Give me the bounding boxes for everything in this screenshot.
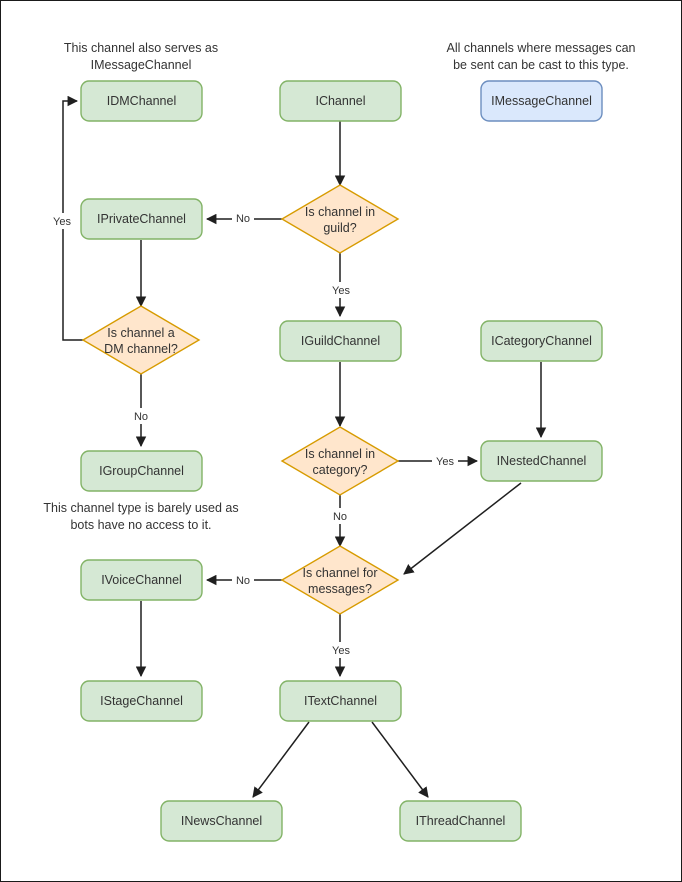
edge-itextchannel-to-ithreadchannel: [371, 721, 429, 798]
node-icategory-channel-shape[interactable]: [480, 320, 603, 362]
decision-is-channel-in-category-shape[interactable]: [280, 426, 400, 496]
node-iguild-channel-shape[interactable]: [279, 320, 402, 362]
edge-label-messages-no: No: [236, 575, 250, 587]
node-icategory-channel[interactable]: ICategoryChannel: [480, 320, 603, 362]
decision-is-channel-in-guild-shape[interactable]: [280, 184, 400, 254]
edge-label-category-no: No: [333, 511, 347, 523]
node-iguild-channel[interactable]: IGuildChannel: [279, 320, 402, 362]
edge-label-bg-category-yes: [432, 453, 458, 469]
node-itext-channel-shape[interactable]: [279, 680, 402, 722]
decision-is-channel-dm[interactable]: Is channel a DM channel?: [81, 305, 201, 375]
edge-label-dm-no: No: [134, 411, 148, 423]
decision-is-channel-for-messages-shape[interactable]: [280, 545, 400, 615]
decision-is-channel-dm-shape[interactable]: [81, 305, 201, 375]
nodes-layer: IDMChannel IChannel IMessageChannel Is c…: [80, 80, 603, 842]
edge-label-category-yes: Yes: [436, 456, 454, 468]
node-imessage-channel-shape[interactable]: [480, 80, 603, 122]
edge-label-bg-dm-no: [130, 408, 152, 424]
node-ichannel-shape[interactable]: [279, 80, 402, 122]
node-ithread-channel[interactable]: IThreadChannel: [399, 800, 522, 842]
edge-label-dm-yes: Yes: [53, 216, 71, 228]
edge-label-bg-guild-no: [232, 210, 254, 226]
edge-label-bg-messages-no: [232, 572, 254, 588]
node-idm-channel[interactable]: IDMChannel: [80, 80, 203, 122]
node-ivoice-channel[interactable]: IVoiceChannel: [80, 559, 203, 601]
node-inested-channel-shape[interactable]: [480, 440, 603, 482]
node-igroup-channel-shape[interactable]: [80, 450, 203, 492]
edge-label-bg-messages-yes: [329, 642, 353, 658]
node-ichannel[interactable]: IChannel: [279, 80, 402, 122]
annotation-message-note-line1: All channels where messages can: [447, 41, 636, 55]
node-igroup-channel[interactable]: IGroupChannel: [80, 450, 203, 492]
annotation-group-note-line1: This channel type is barely used as: [43, 501, 238, 515]
edge-label-guild-yes: Yes: [332, 285, 350, 297]
node-inews-channel[interactable]: INewsChannel: [160, 800, 283, 842]
node-itext-channel[interactable]: ITextChannel: [279, 680, 402, 722]
edge-itextchannel-to-inewschannel: [252, 721, 310, 798]
annotations-layer: This channel also serves as IMessageChan…: [43, 41, 635, 532]
node-iprivate-channel[interactable]: IPrivateChannel: [80, 198, 203, 240]
node-inews-channel-shape[interactable]: [160, 800, 283, 842]
edge-labels-layer: No Yes Yes No Yes No No Yes: [49, 210, 458, 658]
node-istage-channel-shape[interactable]: [80, 680, 203, 722]
edge-label-messages-yes: Yes: [332, 645, 350, 657]
node-ivoice-channel-shape[interactable]: [80, 559, 203, 601]
node-imessage-channel[interactable]: IMessageChannel: [480, 80, 603, 122]
node-istage-channel[interactable]: IStageChannel: [80, 680, 203, 722]
node-iprivate-channel-shape[interactable]: [80, 198, 203, 240]
edge-label-guild-no: No: [236, 213, 250, 225]
edge-label-bg-dm-yes: [49, 213, 75, 229]
annotation-message-note-line2: be sent can be cast to this type.: [453, 58, 629, 72]
node-idm-channel-shape[interactable]: [80, 80, 203, 122]
node-inested-channel[interactable]: INestedChannel: [480, 440, 603, 482]
annotation-group-note-line2: bots have no access to it.: [70, 518, 211, 532]
decision-is-channel-in-guild[interactable]: Is channel in guild?: [280, 184, 400, 254]
annotation-dm-note-line1: This channel also serves as: [64, 41, 218, 55]
edge-label-bg-category-no: [329, 508, 351, 524]
edge-inestedchannel-to-messages-decision: [403, 482, 522, 575]
decision-is-channel-in-category[interactable]: Is channel in category?: [280, 426, 400, 496]
node-ithread-channel-shape[interactable]: [399, 800, 522, 842]
annotation-dm-note-line2: IMessageChannel: [91, 58, 192, 72]
decision-is-channel-for-messages[interactable]: Is channel for messages?: [280, 545, 400, 615]
edge-label-bg-guild-yes: [329, 282, 353, 298]
